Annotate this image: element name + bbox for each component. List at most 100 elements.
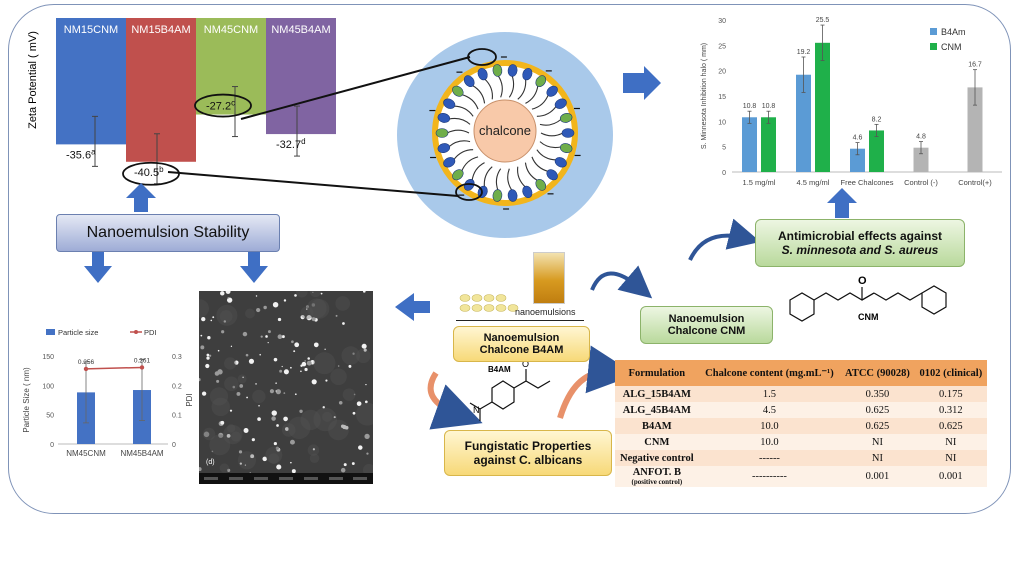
sem-particle	[260, 335, 263, 338]
halo-error-bar	[801, 56, 806, 93]
sem-particle	[275, 389, 281, 395]
zeta-bar	[266, 18, 336, 135]
sem-shadow	[223, 424, 243, 445]
sem-particle	[311, 379, 317, 385]
sem-info-field	[303, 477, 318, 480]
surfactant-tail	[448, 117, 471, 125]
ps-ytick: 100	[42, 383, 54, 390]
sem-particle	[338, 401, 343, 405]
halo-data-label: 10.8	[762, 103, 776, 110]
surfactant-tail	[446, 129, 470, 134]
sem-particle	[220, 291, 225, 296]
halo-ytick: 0	[722, 170, 726, 177]
sem-particle	[211, 450, 214, 453]
sem-particle	[226, 297, 233, 303]
sem-particle	[365, 383, 367, 386]
sem-shadow	[341, 346, 361, 365]
sem-particle	[226, 434, 231, 438]
b4am-oxygen: O	[522, 359, 529, 369]
sem-particle	[283, 299, 287, 302]
ps-pdi-point	[83, 366, 89, 372]
sem-particle	[251, 438, 255, 442]
mic-header-content: Chalcone content (mg.mL⁻¹)	[698, 360, 841, 386]
sem-particle	[325, 379, 328, 382]
sem-particle	[234, 360, 239, 365]
sem-particle	[214, 371, 220, 376]
sem-particle	[307, 357, 310, 360]
mic-table-cell: 4.5	[698, 402, 841, 418]
mic-table-cell: CNM	[615, 434, 699, 450]
halo-error-bar	[766, 110, 771, 124]
nano-b4am-line2: Chalcone B4AM	[479, 344, 564, 356]
sem-particle	[283, 392, 286, 394]
sem-particle	[291, 340, 294, 344]
sem-shadow	[313, 352, 336, 375]
sem-particle	[250, 454, 255, 459]
halo-bar	[761, 117, 776, 172]
sem-shadow	[309, 453, 320, 464]
halo-legend-swatch	[930, 43, 937, 50]
sem-shadow	[313, 407, 338, 432]
halo-xtick: Control(+)	[958, 178, 992, 187]
mic-table-cell: ALG_15B4AM	[615, 386, 699, 402]
sem-info-field	[254, 477, 269, 480]
halo-xtick: Control (-)	[904, 178, 938, 187]
sem-particle	[311, 303, 316, 307]
sem-info-field	[278, 477, 293, 480]
sem-particle	[342, 322, 345, 325]
halo-legend-label: CNM	[941, 42, 962, 52]
sem-particle	[364, 433, 370, 440]
mic-table-cell: B4AM	[615, 418, 699, 434]
surfactant-tail	[531, 94, 549, 110]
nanoemulsions-caption: nanoemulsions	[515, 307, 576, 317]
halo-xtick: Free Chalcones	[841, 178, 894, 187]
mic-table: Formulation Chalcone content (mg.mL⁻¹) A…	[615, 360, 987, 487]
ps-y2tick: 0.1	[172, 413, 182, 420]
sem-particle	[199, 467, 202, 472]
sem-particle	[243, 428, 249, 434]
halo-data-label: 16.7	[968, 62, 982, 69]
cnm-structure-label: CNM	[858, 312, 879, 322]
surfactant-head	[435, 128, 449, 138]
sem-shadow	[300, 409, 321, 431]
nanoemulsion-cnm-box: Nanoemulsion Chalcone CNM	[640, 306, 773, 344]
sem-particle	[239, 384, 244, 388]
surfactant-head	[437, 143, 451, 153]
sem-particle	[348, 364, 352, 368]
surfactant-tail	[497, 75, 503, 98]
sem-particle	[299, 409, 303, 413]
sem-particle	[227, 468, 231, 472]
mic-table-cell: NI	[840, 434, 915, 450]
surfactant-head	[546, 169, 558, 181]
halo-bar	[742, 117, 757, 172]
halo-data-label: 8.2	[872, 116, 882, 123]
sem-particle	[245, 353, 249, 357]
antimicrobial-effects-box: Antimicrobial effects against S. minneso…	[755, 219, 965, 267]
sem-info-field	[328, 477, 343, 480]
surfactant-head	[559, 143, 573, 153]
ps-y2tick: 0.3	[172, 354, 182, 361]
sem-particle	[290, 461, 292, 464]
surfactant-tail	[508, 75, 515, 98]
nanoemulsion-b4am-box: Nanoemulsion Chalcone B4AM	[453, 326, 590, 362]
surfactant-head	[546, 85, 558, 97]
sem-shadow	[209, 434, 231, 456]
sem-particle	[363, 291, 366, 293]
chalcone-label: chalcone	[479, 123, 531, 138]
nano-b4am-line1: Nanoemulsion	[483, 332, 560, 344]
sem-particle	[300, 370, 302, 373]
halo-bar	[913, 147, 929, 172]
mic-table-cell: 10.0	[698, 434, 841, 450]
zeta-ylabel: Zeta Potential ( mV)	[27, 31, 39, 129]
sem-particle	[279, 369, 283, 373]
sem-shadow	[224, 357, 237, 370]
halo-ytick: 15	[718, 94, 726, 101]
mic-table-cell: 0.001	[840, 466, 915, 487]
sem-particle	[255, 295, 258, 297]
surfactant-tail	[525, 85, 539, 104]
zeta-bar-name: NM15B4AM	[131, 24, 190, 36]
sem-particle	[223, 320, 227, 323]
